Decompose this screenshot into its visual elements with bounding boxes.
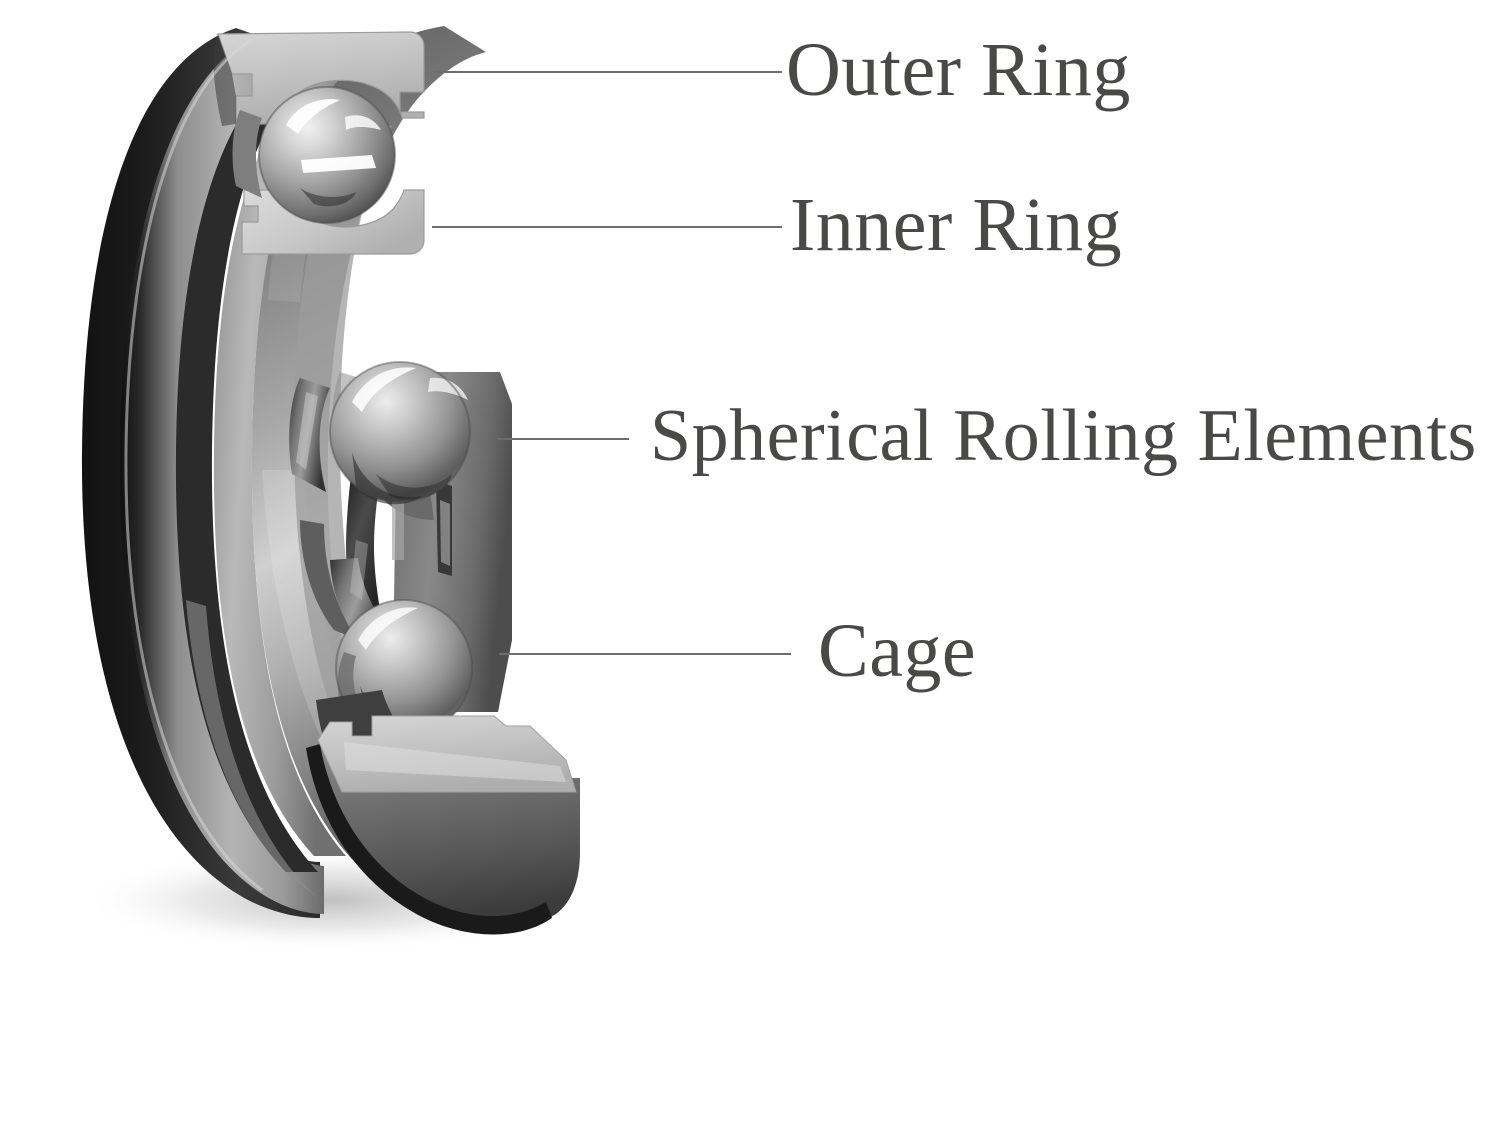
ball-bearing-illustration [0,0,620,960]
leader-line-outer-ring [434,71,782,73]
outer-ring-bottom-left-arc [186,600,318,898]
rolling-element-middle [329,361,471,505]
leader-line-cage [499,653,791,655]
outer-ring-side-wall [119,34,324,914]
leader-line-rolling-elements [497,438,629,440]
outer-ring-edge-highlight [124,38,263,892]
leader-line-inner-ring [432,226,782,228]
rolling-element-top [232,86,396,224]
bearing-bottom-section [306,690,580,935]
label-inner-ring: Inner Ring [790,183,1123,267]
label-cage: Cage [818,609,977,693]
label-spherical-rolling-elements: Spherical Rolling Elements [650,395,1477,477]
outer-ring-section-top [213,31,425,126]
outer-ring-raceway-wall [213,70,348,856]
label-outer-ring: Outer Ring [786,28,1131,112]
